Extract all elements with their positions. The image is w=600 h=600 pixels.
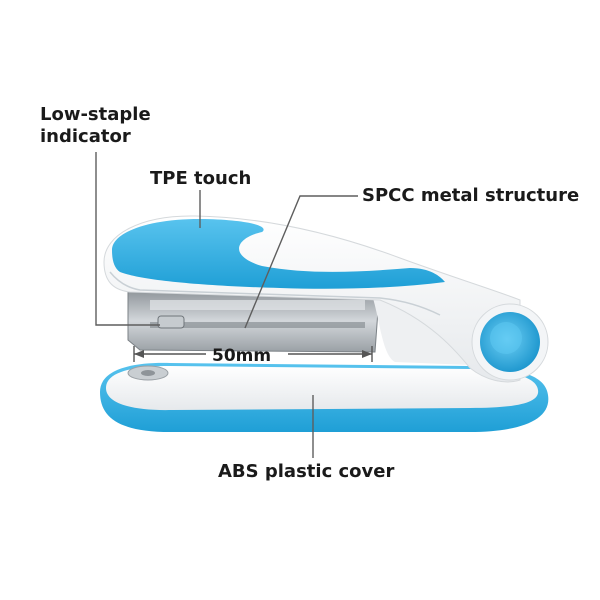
low-staple-indicator-window [157, 315, 185, 329]
stapler-top-arm [103, 215, 521, 383]
metal-structure [127, 289, 380, 353]
low-staple-indicator-label: Low-staple indicator [40, 104, 151, 148]
stapler-base [100, 362, 549, 432]
throat-depth-label: 50mm [212, 346, 272, 366]
abs-plastic-cover-label: ABS plastic cover [218, 461, 395, 482]
throat-depth-dimension [133, 346, 373, 362]
tpe-touch-label: TPE touch [150, 168, 252, 189]
low-staple-label-line2: indicator [40, 126, 131, 147]
callout-spcc [244, 195, 358, 329]
spcc-metal-structure-label: SPCC metal structure [362, 185, 580, 206]
callout-low-staple [95, 152, 160, 326]
hinge-knob [471, 303, 549, 381]
low-staple-label-line1: Low-staple [40, 104, 151, 125]
callout-lines [95, 152, 358, 458]
